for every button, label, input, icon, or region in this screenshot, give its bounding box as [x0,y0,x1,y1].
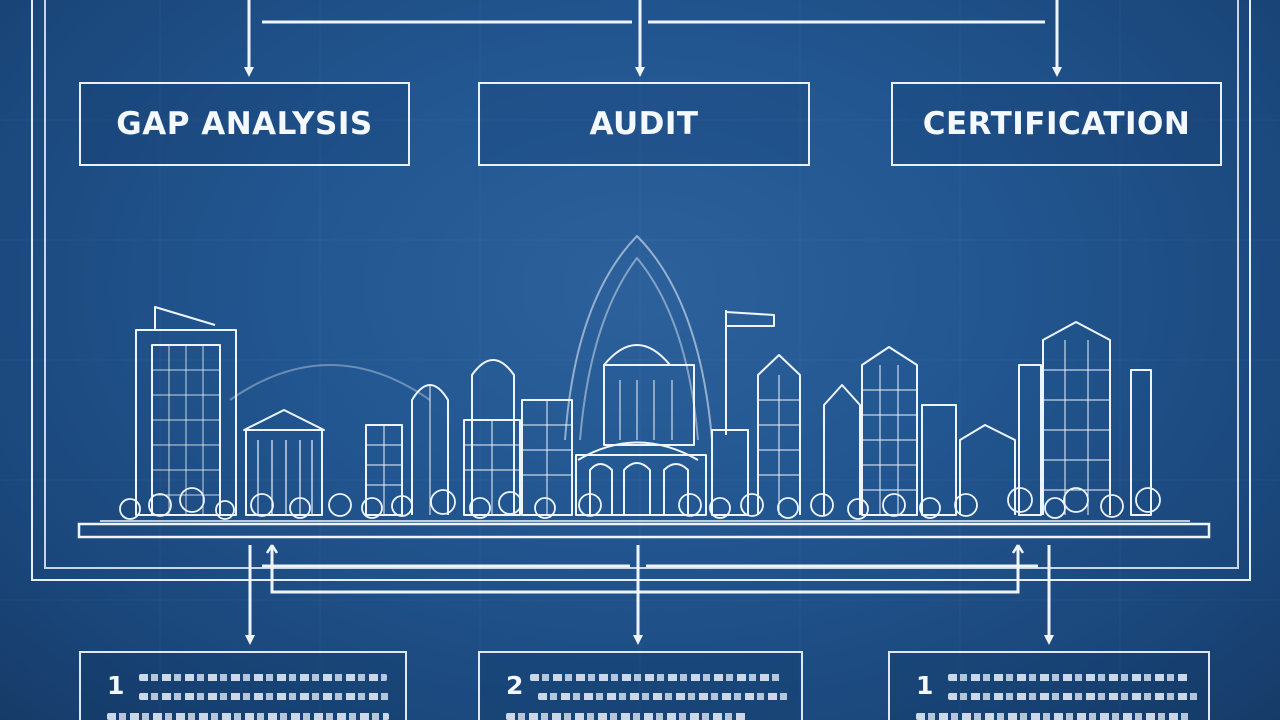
note-number-3: 1 [916,671,934,700]
audit-box: AUDIT [478,82,810,166]
gap-analysis-label: GAP ANALYSIS [116,106,373,142]
note-text-line [107,713,389,720]
outer-frame [31,0,1251,581]
note-box-3: 1 [888,651,1210,720]
bottom-connectors [245,544,1054,645]
tree-row [119,487,1161,520]
note-text-line [506,713,746,720]
note-text-line [948,674,1188,681]
note-text-line [139,674,387,681]
note-number-2: 2 [506,671,524,700]
gap-analysis-box: GAP ANALYSIS [79,82,410,166]
certification-box: CERTIFICATION [891,82,1222,166]
note-text-line [139,693,391,700]
note-number-1: 1 [107,671,125,700]
note-box-1: 1 [79,651,407,720]
note-text-line [948,693,1198,700]
ground-platform [77,520,1211,539]
note-text-line [538,693,788,700]
certification-label: CERTIFICATION [922,106,1191,142]
city-skyline-icon [119,235,1161,520]
note-text-line [530,674,782,681]
note-text-line [916,713,1192,720]
top-connectors [244,0,1062,77]
note-box-2: 2 [478,651,803,720]
audit-label: AUDIT [589,106,699,142]
